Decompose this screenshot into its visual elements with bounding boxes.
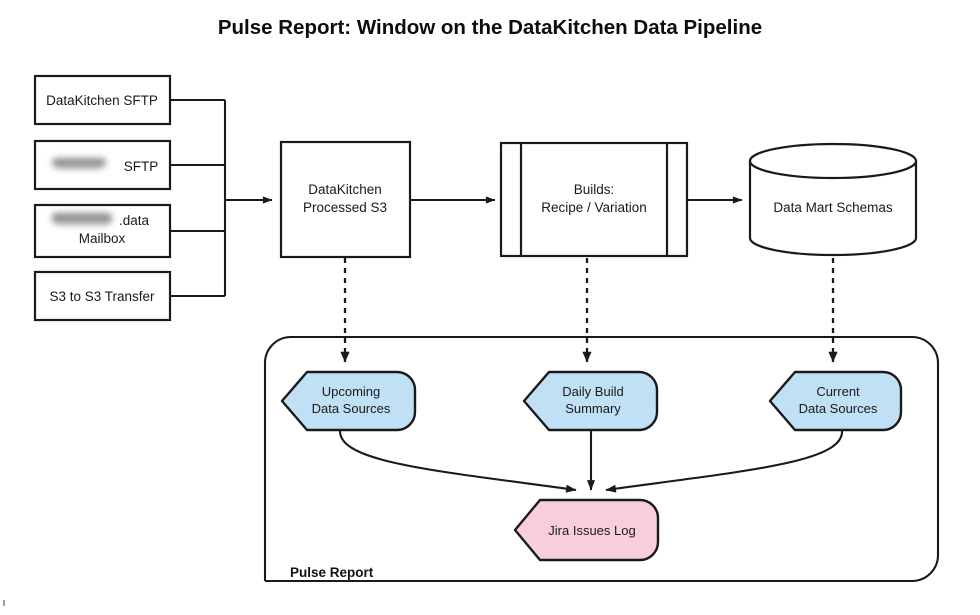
source-label-1: SFTP <box>124 159 159 174</box>
builds-label-line-1: Recipe / Variation <box>541 200 647 215</box>
redacted-text-block-mailbox <box>52 213 112 225</box>
source-label-2-line-1: Mailbox <box>79 231 126 246</box>
source-box-redacted-sftp[interactable]: SFTP <box>33 139 172 191</box>
source-label-3: S3 to S3 Transfer <box>49 289 155 304</box>
node-daily-build-summary[interactable]: Daily Build Summary <box>522 370 659 432</box>
pulse-report-container-label: Pulse Report <box>290 565 374 580</box>
data-source-group: DataKitchen SFTP SFTP .data Mailbox S3 t… <box>33 74 227 322</box>
node-upcoming-data-sources[interactable]: Upcoming Data Sources <box>280 370 417 432</box>
pulse-report-container: Pulse Report <box>263 335 940 583</box>
node-datakitchen-processed-s3[interactable]: DataKitchen Processed S3 <box>279 140 412 259</box>
builds-label-line-0: Builds: <box>574 182 615 197</box>
page-title: Pulse Report: Window on the DataKitchen … <box>218 16 762 39</box>
source-label-2-line-0: .data <box>119 213 150 228</box>
redacted-text-block-sftp <box>52 158 106 169</box>
node-data-mart-schemas[interactable]: Data Mart Schemas <box>748 142 918 257</box>
processed-s3-label-line-1: Processed S3 <box>303 200 387 215</box>
edge-upcoming-to-jira <box>338 429 577 493</box>
current-label-line-0: Current <box>816 384 860 399</box>
current-label-line-1: Data Sources <box>799 401 878 416</box>
processed-s3-label-line-0: DataKitchen <box>308 182 382 197</box>
source-box-datakitchen-sftp[interactable]: DataKitchen SFTP <box>33 74 172 126</box>
jira-issues-log-label: Jira Issues Log <box>548 523 635 538</box>
daily-summary-label-line-1: Summary <box>565 401 621 416</box>
data-mart-label: Data Mart Schemas <box>773 200 893 215</box>
edge-current-to-jira <box>605 429 844 493</box>
upcoming-label-line-1: Data Sources <box>312 401 391 416</box>
source-box-s3-to-s3-transfer[interactable]: S3 to S3 Transfer <box>33 270 172 322</box>
node-jira-issues-log[interactable]: Jira Issues Log <box>513 498 660 562</box>
source-box-redacted-data-mailbox[interactable]: .data Mailbox <box>33 203 172 259</box>
corner-artifact-mark <box>3 600 5 606</box>
upcoming-label-line-0: Upcoming <box>322 384 381 399</box>
node-current-data-sources[interactable]: Current Data Sources <box>768 370 903 432</box>
node-builds-recipe-variation[interactable]: Builds: Recipe / Variation <box>499 141 689 258</box>
source-label-0: DataKitchen SFTP <box>46 93 158 108</box>
daily-summary-label-line-0: Daily Build <box>562 384 623 399</box>
